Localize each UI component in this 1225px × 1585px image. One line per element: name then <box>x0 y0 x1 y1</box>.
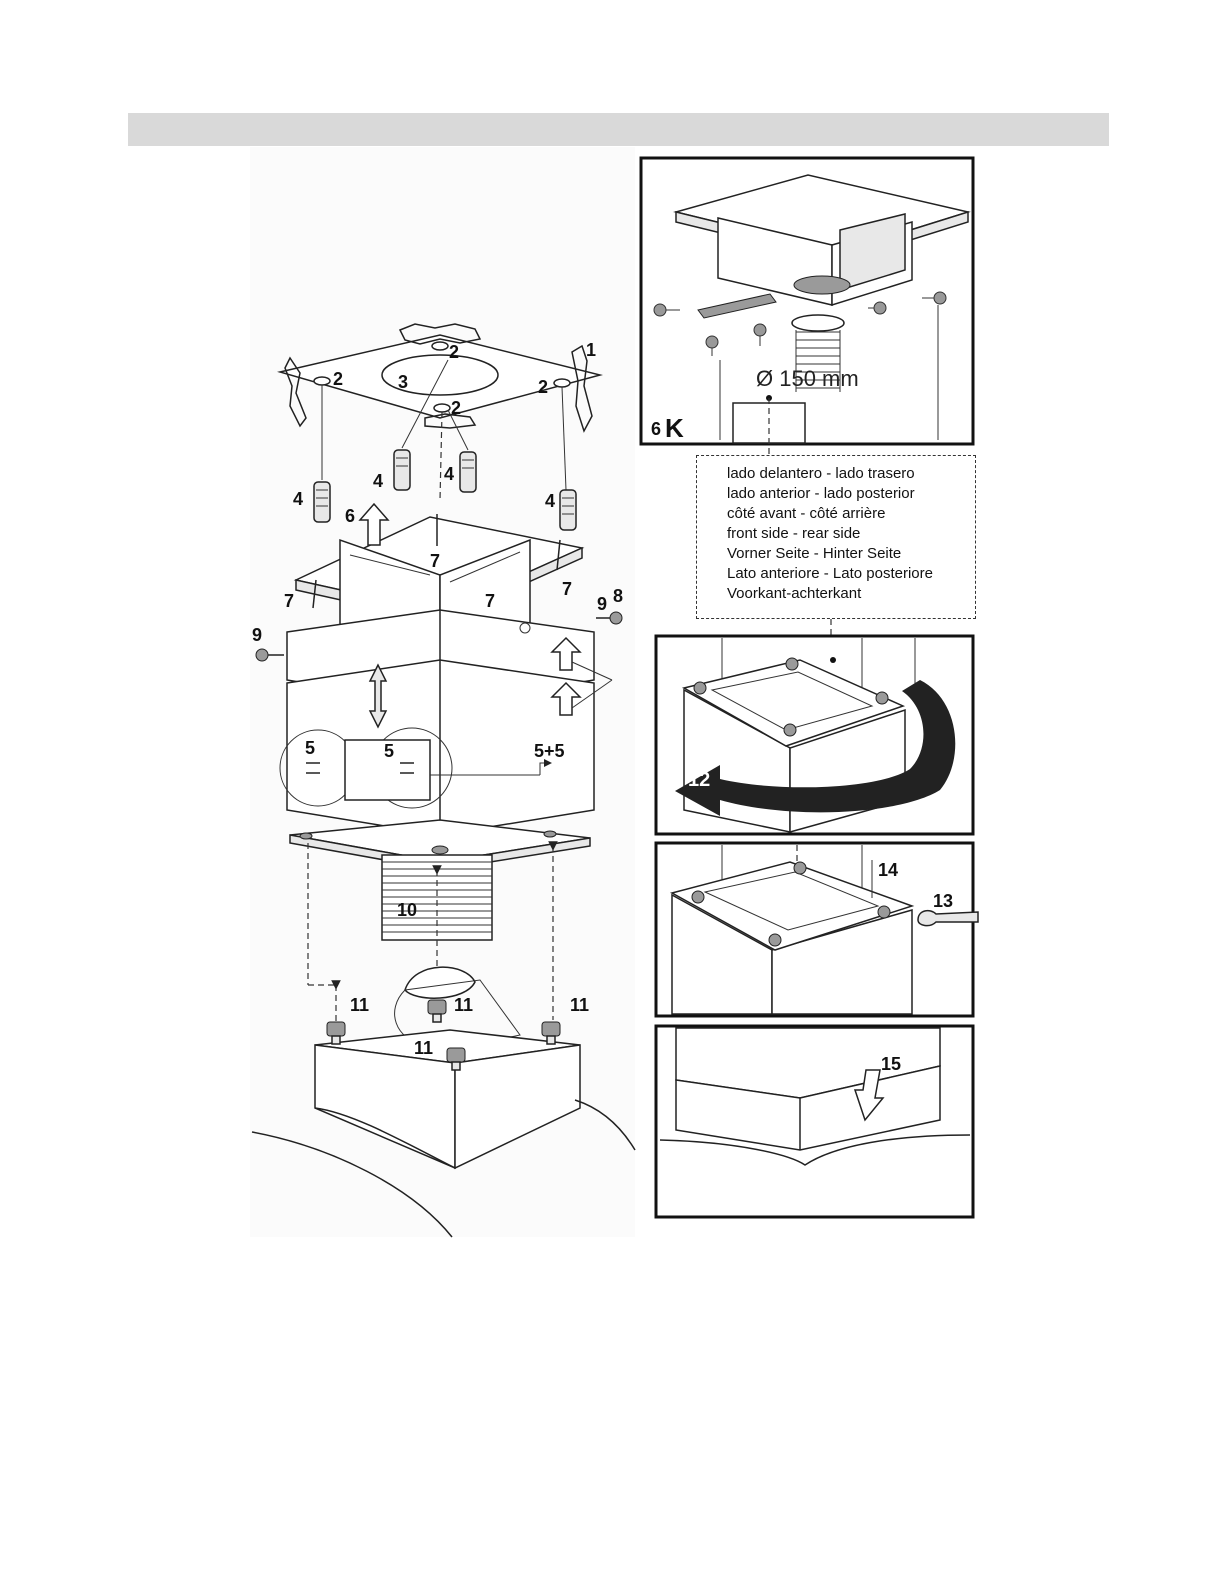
panel-k-diameter: Ø 150 mm <box>756 366 859 391</box>
label-14: 14 <box>878 860 898 880</box>
sides-note-line: côté avant - côté arrière <box>727 504 933 524</box>
wall-plug-right <box>560 490 576 530</box>
label-7-inner: 7 <box>485 591 495 611</box>
label-2-top: 2 <box>449 342 459 362</box>
sides-note-box: lado delantero - lado trasero lado anter… <box>696 455 976 619</box>
label-5-left: 5 <box>305 738 315 758</box>
label-4-left: 4 <box>293 489 303 509</box>
label-7-right: 7 <box>562 579 572 599</box>
ceiling-hole-front <box>434 404 450 412</box>
label-5-center: 5 <box>384 741 394 761</box>
label-7-left: 7 <box>284 591 294 611</box>
label-13: 13 <box>933 891 953 911</box>
sides-note-line: lado delantero - lado trasero <box>727 464 933 484</box>
panel-13-14: 14 13 <box>656 843 978 1016</box>
label-11-center: 11 <box>454 995 473 1015</box>
label-11-left: 11 <box>350 995 369 1015</box>
sides-note-line: Voorkant-achterkant <box>727 584 933 604</box>
wall-plug-left <box>314 482 330 522</box>
label-11-front: 11 <box>414 1038 433 1058</box>
label-11-right: 11 <box>570 995 589 1015</box>
label-7-center: 7 <box>430 551 440 571</box>
panel-12: 12 <box>656 636 973 834</box>
sides-note-line: Vorner Seite - Hinter Seite <box>727 544 933 564</box>
ceiling-hole-left <box>314 377 330 385</box>
label-6: 6 <box>345 506 355 526</box>
label-4-center-right: 4 <box>444 464 454 484</box>
panel-k-number: 6 <box>651 419 661 439</box>
label-8: 8 <box>613 586 623 606</box>
exploded-assembly: 1 2 2 2 2 3 4 4 4 4 6 7 7 7 7 8 9 9 5 5 … <box>250 147 635 1237</box>
label-3: 3 <box>398 372 408 392</box>
label-10: 10 <box>397 900 417 920</box>
label-12: 12 <box>688 769 710 791</box>
panel-k: Ø 150 mm 6 K <box>641 158 973 455</box>
wall-plug-center-left <box>394 450 410 490</box>
sides-note-list: lado delantero - lado trasero lado anter… <box>727 464 933 604</box>
sides-note-line: front side - rear side <box>727 524 933 544</box>
sides-note-line: lado anterior - lado posterior <box>727 484 933 504</box>
panel-15: 15 <box>656 1026 973 1217</box>
panel-k-letter: K <box>665 413 684 443</box>
label-9-right: 9 <box>597 594 607 614</box>
label-5-plus-5: 5+5 <box>534 741 565 761</box>
flexible-duct <box>382 855 492 940</box>
label-2-front: 2 <box>451 398 461 418</box>
label-2-right: 2 <box>538 377 548 397</box>
sides-note-line: Lato anteriore - Lato posteriore <box>727 564 933 584</box>
label-9-left: 9 <box>252 625 262 645</box>
label-1: 1 <box>586 340 596 360</box>
label-4-center-left: 4 <box>373 471 383 491</box>
wall-plug-center-right <box>460 452 476 492</box>
label-4-right: 4 <box>545 491 555 511</box>
ceiling-hole-right <box>554 379 570 387</box>
label-15: 15 <box>881 1054 901 1074</box>
ceiling-hole-back <box>432 342 448 350</box>
label-2-left: 2 <box>333 369 343 389</box>
